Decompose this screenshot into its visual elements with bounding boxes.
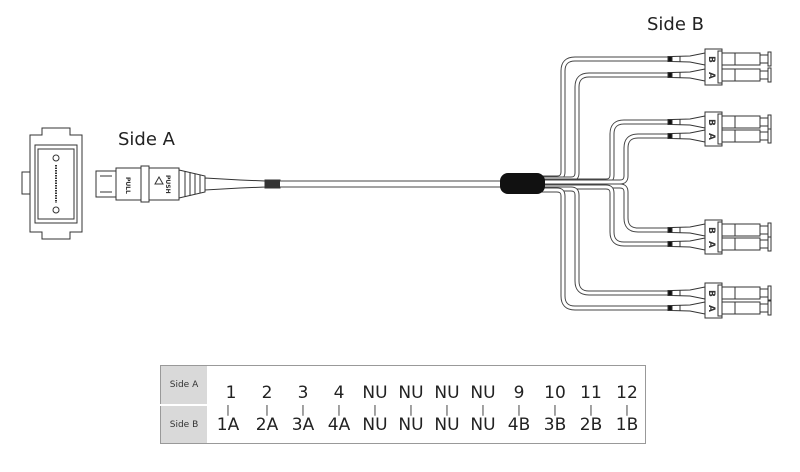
fanout-legs bbox=[540, 56, 668, 311]
fanout-leg bbox=[540, 187, 668, 311]
side-a-fiber: 4 bbox=[333, 383, 345, 403]
side-a-fiber: NU bbox=[362, 383, 388, 403]
side-b-fiber: |NU bbox=[393, 403, 429, 444]
fanout-leg bbox=[540, 184, 668, 247]
side-b-fiber-label: 3A bbox=[291, 415, 315, 435]
pull-label: PULL bbox=[124, 177, 131, 194]
connection-tick: | bbox=[589, 403, 593, 416]
fanout-leg bbox=[540, 187, 668, 295]
side-b-label: Side B bbox=[647, 14, 704, 35]
side-a-fiber: 3 bbox=[297, 383, 309, 403]
lc-upper-label: B bbox=[706, 56, 716, 63]
side-b-fiber-label: NU bbox=[434, 415, 460, 435]
side-b-fiber-label: 1B bbox=[615, 415, 639, 435]
connection-tick: | bbox=[409, 403, 413, 416]
side-a-fiber: NU bbox=[470, 383, 496, 403]
fanout-leg bbox=[540, 188, 668, 310]
connection-tick: | bbox=[337, 403, 341, 416]
connection-tick: | bbox=[301, 403, 305, 416]
side-b-fiber-label: 2A bbox=[255, 415, 279, 435]
connection-tick: | bbox=[517, 403, 521, 416]
side-a-label: Side A bbox=[118, 129, 175, 150]
side-b-fiber: |1B bbox=[609, 403, 646, 444]
side-b-fiber: |NU bbox=[465, 403, 501, 444]
fanout-leg bbox=[540, 120, 668, 183]
lc-lower-label: A bbox=[706, 305, 716, 312]
side-b-fiber: |4B bbox=[501, 403, 537, 444]
lc-lower-label: A bbox=[706, 133, 716, 140]
row-header-side-a: Side A bbox=[160, 365, 207, 406]
side-a-fiber: 2 bbox=[261, 383, 273, 403]
side-b-fiber: |2B bbox=[573, 403, 609, 444]
connection-tick: | bbox=[373, 403, 377, 416]
side-a-fiber: 11 bbox=[580, 383, 602, 403]
fanout-leg bbox=[540, 184, 668, 232]
connection-tick: | bbox=[226, 403, 230, 416]
side-b-fiber-label: 3B bbox=[543, 415, 567, 435]
side-b-fiber-label: NU bbox=[362, 415, 388, 435]
connection-tick: | bbox=[481, 403, 485, 416]
side-a-fiber: NU bbox=[434, 383, 460, 403]
push-label: PUSH bbox=[164, 175, 171, 194]
side-a-fiber: 1 bbox=[225, 383, 237, 403]
fanout-leg bbox=[540, 185, 668, 246]
lc-duplex-connector: BA bbox=[667, 48, 772, 86]
lc-duplex-connector: BA bbox=[667, 282, 772, 319]
lc-upper-label: B bbox=[706, 227, 716, 234]
lc-upper-label: B bbox=[706, 290, 716, 297]
connection-tick: | bbox=[445, 403, 449, 416]
lc-upper-label: B bbox=[706, 119, 716, 126]
connection-tick: | bbox=[265, 403, 269, 416]
lc-duplex-connector: BA bbox=[667, 111, 772, 147]
connection-tick: | bbox=[625, 403, 629, 416]
side-b-fiber-label: NU bbox=[398, 415, 424, 435]
mpo-connector bbox=[95, 165, 281, 203]
lc-lower-label: A bbox=[706, 241, 716, 248]
lc-lower-label: A bbox=[706, 72, 716, 79]
side-a-fiber: 10 bbox=[544, 383, 566, 403]
row-header-side-b: Side B bbox=[160, 405, 207, 444]
side-b-row: Side B |1A|2A|3A|4A|NU|NU|NU|NU|4B|3B|2B… bbox=[160, 403, 646, 444]
breakout-boot bbox=[500, 173, 545, 194]
side-b-fiber-label: 2B bbox=[579, 415, 603, 435]
side-b-fiber: |4A bbox=[321, 403, 357, 444]
side-a-fiber: 12 bbox=[616, 383, 638, 403]
side-b-fiber: |3B bbox=[537, 403, 573, 444]
side-a-fiber: NU bbox=[398, 383, 424, 403]
side-b-fiber: |1A bbox=[207, 403, 249, 444]
lc-duplex-connector: BA bbox=[667, 219, 772, 255]
side-b-fiber: |NU bbox=[429, 403, 465, 444]
side-b-fiber: |NU bbox=[357, 403, 393, 444]
side-b-fiber-label: NU bbox=[470, 415, 496, 435]
fanout-leg bbox=[540, 186, 668, 296]
fanout-leg bbox=[540, 119, 668, 184]
side-a-fiber: 9 bbox=[513, 383, 525, 403]
side-b-fiber: |3A bbox=[285, 403, 321, 444]
side-b-fiber-label: 4A bbox=[327, 415, 351, 435]
fanout-leg bbox=[540, 72, 668, 182]
mpo-adapter bbox=[21, 127, 83, 240]
connection-tick: | bbox=[553, 403, 557, 416]
fanout-leg bbox=[540, 73, 668, 181]
side-b-fiber: |2A bbox=[249, 403, 285, 444]
side-b-fiber-label: 4B bbox=[507, 415, 531, 435]
fanout-leg bbox=[540, 134, 668, 184]
side-b-fiber-label: 1A bbox=[216, 415, 240, 435]
